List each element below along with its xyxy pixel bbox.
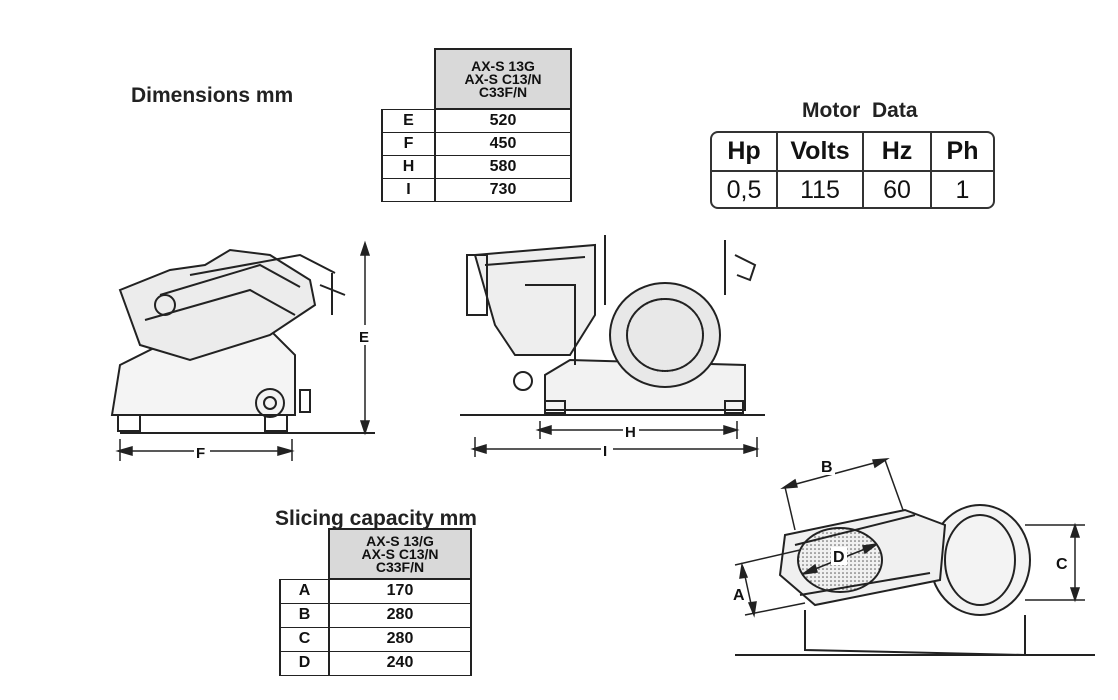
dim-label-i: I: [603, 443, 607, 460]
dim-label-b: B: [821, 459, 833, 476]
dimensions-model-header: AX-S 13G AX-S C13/N C33F/N: [434, 48, 572, 110]
dim-label-a: A: [733, 587, 745, 604]
motor-data-table: Hp Volts Hz Ph 0,5 115 60 1: [710, 131, 995, 209]
slicing-capacity-table: AX-S 13/G AX-S C13/N C33F/N A 170 B 280 …: [279, 528, 472, 676]
table-row: E 520: [381, 108, 572, 133]
motor-value-row: 0,5 115 60 1: [712, 170, 993, 207]
dimensions-table: AX-S 13G AX-S C13/N C33F/N E 520 F 450 H…: [381, 48, 572, 202]
motor-header-row: Hp Volts Hz Ph: [712, 133, 993, 170]
slicing-capacity-drawing: B C A D: [733, 457, 1095, 657]
table-row: B 280: [279, 602, 472, 628]
table-row: C 280: [279, 626, 472, 652]
table-row: H 580: [381, 154, 572, 179]
table-row: A 170: [279, 578, 472, 604]
dimensions-heading: Dimensions mm: [131, 84, 294, 107]
side-view-drawing: E F: [110, 240, 375, 462]
dim-label-h: H: [625, 424, 636, 441]
table-row: F 450: [381, 131, 572, 156]
front-view-drawing: H I: [460, 235, 765, 460]
table-row: D 240: [279, 650, 472, 676]
slicing-model-header: AX-S 13/G AX-S C13/N C33F/N: [328, 528, 472, 580]
dim-label-d: D: [833, 549, 845, 566]
dim-label-f: F: [196, 445, 205, 462]
dim-label-e: E: [359, 329, 369, 346]
dim-label-c: C: [1056, 556, 1068, 573]
table-row: I 730: [381, 177, 572, 202]
motor-data-heading: Motor Data: [802, 99, 918, 122]
slicing-capacity-heading: Slicing capacity mm: [275, 507, 477, 530]
